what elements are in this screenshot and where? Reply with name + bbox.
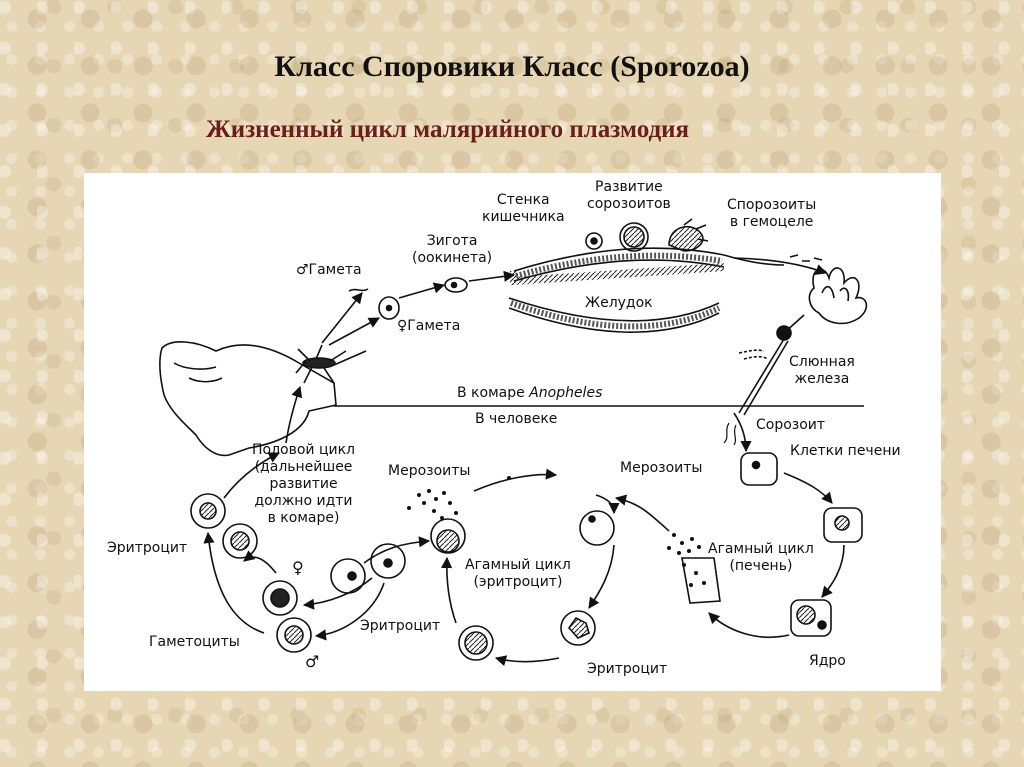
label-agamic-erythrocyte: Агамный цикл (эритроцит) bbox=[465, 557, 571, 590]
male-symbol: ♂ bbox=[305, 652, 320, 671]
oocyst-stages bbox=[585, 218, 709, 252]
label-stomach: Желудок bbox=[585, 295, 653, 311]
label-anopheles: Anopheles bbox=[529, 385, 603, 401]
merozoite-dots bbox=[407, 476, 706, 587]
label-gametocytes: Гаметоциты bbox=[149, 634, 240, 650]
label-merozoites-left: Мерозоиты bbox=[388, 463, 471, 479]
sporozoite-entry bbox=[723, 422, 737, 446]
mosquito-on-hand bbox=[295, 344, 367, 384]
label-sexual-cycle: Половой цикл (дальнейшее развитие должно… bbox=[252, 442, 356, 526]
erythrocyte-cycle bbox=[430, 468, 670, 667]
label-sporozoite: Сорозоит bbox=[756, 417, 826, 433]
label-male-gamete: ♂Гамета bbox=[296, 262, 362, 278]
label-salivary-gland: Слюнная железа bbox=[789, 354, 855, 387]
liver-cycle bbox=[681, 412, 863, 639]
slide-title: Класс Споровики Класс (Sporozoa) bbox=[274, 50, 750, 83]
label-in-mosquito: В комаре Anopheles bbox=[457, 385, 603, 401]
female-gamete-cell bbox=[378, 296, 400, 320]
slide-subtitle: Жизненный цикл малярийного плазмодия bbox=[206, 116, 690, 143]
gametocyte-cells bbox=[190, 452, 431, 653]
label-in-human: В человеке bbox=[475, 411, 558, 427]
label-agamic-liver: Агамный цикл (печень) bbox=[708, 541, 814, 574]
diagram-drawing bbox=[159, 218, 868, 667]
salivary-gland bbox=[738, 267, 868, 416]
label-erythrocyte-bottom: Эритроцит bbox=[587, 661, 668, 677]
label-female-gamete: ♀Гамета bbox=[397, 318, 461, 334]
label-sporozoite-development: Развитие сорозоитов bbox=[587, 179, 671, 212]
label-erythrocyte-left: Эритроцит bbox=[107, 540, 188, 556]
label-zygote: Зигота (оокинета) bbox=[412, 233, 493, 266]
sporozoites-in-hemocoel bbox=[723, 254, 823, 266]
life-cycle-diagram: ♂Гамета Зигота (оокинета) Стенка кишечни… bbox=[84, 173, 941, 691]
label-nucleus: Ядро bbox=[809, 653, 846, 669]
label-merozoites-right: Мерозоиты bbox=[620, 460, 703, 476]
mosquito-cycle-arrows bbox=[285, 257, 828, 444]
male-gamete-cell bbox=[348, 288, 369, 292]
mosquito-stomach bbox=[508, 247, 725, 333]
label-sporozoites-hemocoel: Спорозоиты в гемоцеле bbox=[727, 197, 817, 230]
human-hand bbox=[159, 341, 337, 457]
label-erythrocyte-mid: Эритроцит bbox=[360, 618, 441, 634]
label-liver-cells: Клетки печени bbox=[790, 443, 901, 459]
female-symbol: ♀ bbox=[292, 558, 304, 577]
label-gut-wall: Стенка кишечника bbox=[482, 192, 565, 225]
